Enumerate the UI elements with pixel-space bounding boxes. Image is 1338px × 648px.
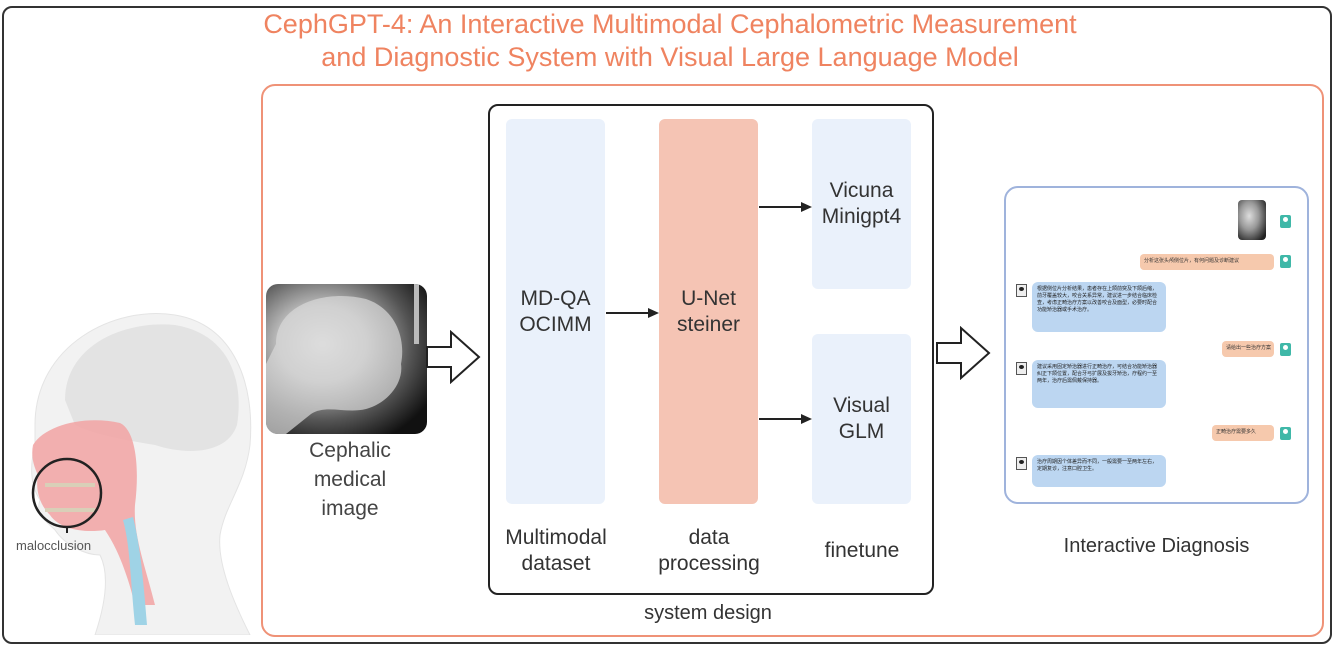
bot-avatar-icon bbox=[1016, 457, 1027, 470]
title-line-2: and Diagnostic System with Visual Large … bbox=[321, 42, 1019, 72]
bot-avatar-icon bbox=[1016, 362, 1027, 375]
head-anatomy-illustration bbox=[31, 313, 252, 635]
arrow-right-icon bbox=[606, 308, 659, 318]
arrow-right-icon bbox=[759, 414, 812, 424]
user-avatar-icon bbox=[1280, 255, 1291, 268]
user-avatar-icon bbox=[1280, 215, 1291, 228]
figure-title: CephGPT-4: An Interactive Multimodal Cep… bbox=[170, 8, 1170, 74]
column-label-finetune: finetune bbox=[824, 539, 900, 562]
user-avatar-icon bbox=[1280, 343, 1291, 356]
column-label-multimodal-dataset: Multimodal dataset bbox=[505, 526, 607, 575]
multimodal-dataset-column: MD-QA OCIMM bbox=[506, 119, 605, 504]
assistant-message: 建议采用固定矫治器进行正畸治疗，可结合功能矫治器纠正下颌位置，配合牙弓扩展及拔牙… bbox=[1032, 360, 1166, 408]
user-message: 正畸治疗需要多久 bbox=[1212, 425, 1274, 441]
pipeline-frame bbox=[261, 84, 1324, 637]
airway bbox=[123, 517, 147, 625]
model-box-visual-glm: Visual GLM bbox=[812, 334, 911, 504]
teeth bbox=[45, 483, 95, 512]
hollow-arrow-icon bbox=[936, 326, 991, 380]
malocclusion-label: malocclusion bbox=[16, 538, 92, 553]
assistant-message: 治疗周期因个体差异而不同，一般需要一至两年左右，定期复诊，注意口腔卫生。 bbox=[1032, 455, 1166, 487]
cephalic-image-label: Cephalic medical image bbox=[309, 439, 391, 520]
column-label-data-processing: data processing bbox=[658, 526, 760, 575]
bot-avatar-icon bbox=[1016, 284, 1027, 297]
cephalic-xray-image bbox=[266, 284, 427, 434]
chat-uploaded-xray-thumbnail bbox=[1238, 200, 1266, 240]
user-avatar-icon bbox=[1280, 427, 1291, 440]
model-box-vicuna-minigpt4: Vicuna Minigpt4 bbox=[812, 119, 911, 289]
title-line-1: CephGPT-4: An Interactive Multimodal Cep… bbox=[263, 9, 1077, 39]
system-design-box bbox=[488, 104, 934, 595]
user-message: 分析这张头颅侧位片，有何问题及诊断建议 bbox=[1140, 254, 1274, 270]
hollow-arrow-icon bbox=[426, 330, 481, 384]
user-message: 请给出一些治疗方案 bbox=[1222, 341, 1274, 357]
system-design-label: system design bbox=[644, 602, 772, 624]
assistant-message: 根据侧位片分析结果，患者存在上颌前突及下颌后缩，前牙覆盖较大，咬合关系异常，建议… bbox=[1032, 282, 1166, 332]
interactive-diagnosis-label: Interactive Diagnosis bbox=[1063, 535, 1250, 557]
dataset-names: MD-QA OCIMM bbox=[519, 286, 592, 336]
skull-silhouette bbox=[266, 284, 419, 434]
arrow-right-icon bbox=[759, 202, 812, 212]
brain bbox=[65, 324, 239, 451]
data-processing-column: U-Net steiner bbox=[659, 119, 758, 504]
processing-method: U-Net steiner bbox=[676, 286, 741, 336]
